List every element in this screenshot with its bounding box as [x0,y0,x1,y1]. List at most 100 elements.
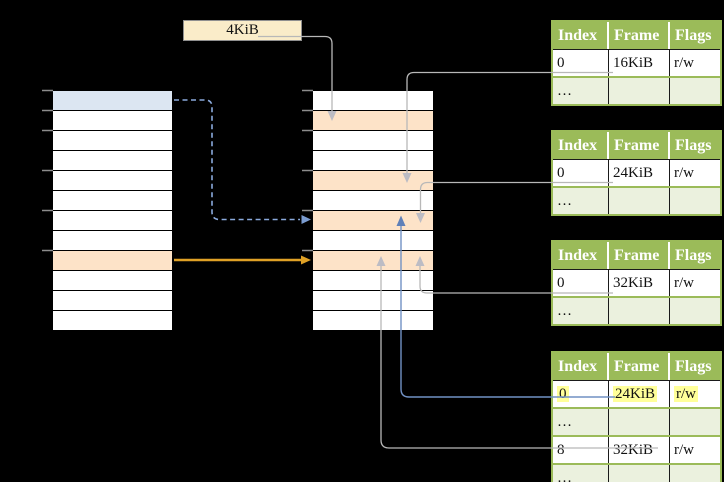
arrow-virtual-page-to-frame-gold [174,255,311,265]
cell-text: r/w [674,275,694,291]
virtual-memory-row-9 [53,271,172,291]
table-cell: r/w [670,50,720,76]
table-cell: 24KiB [609,381,670,407]
physical-memory-row-5 [313,191,433,211]
table-cell: 24KiB [609,160,670,186]
table-cell: 0 [553,160,609,186]
physical-memory-row-4 [313,171,433,191]
cell-text: 0 [557,55,565,71]
page-table-row: … [553,463,720,482]
table-cell: … [553,78,609,104]
table-cell [670,298,720,324]
cell-text: r/w [674,386,698,402]
page-table-row: 0 16KiB r/w [553,49,720,76]
table-cell [609,298,670,324]
table-cell [609,78,670,104]
column-header: Index [553,242,609,269]
column-header: Index [553,132,609,159]
table-cell: 0 [553,50,609,76]
virtual-memory-row-5 [53,191,172,211]
page-table-row: … [553,186,720,214]
table-cell: r/w [670,270,720,296]
cell-text: 24KiB [613,165,654,181]
arrow-virtual-page-to-frame-dashed [174,99,311,224]
column-header: Flags [670,353,720,380]
column-header: Frame [609,353,670,380]
table-cell [670,465,720,482]
cell-text: 32KiB [613,442,654,458]
virtual-memory-column [52,90,173,331]
physical-memory-row-6 [313,211,433,231]
physical-memory-row-9 [313,271,433,291]
cell-text: 32KiB [613,275,654,291]
virtual-memory-row-0 [53,91,172,111]
column-header: Flags [670,242,720,269]
cell-text: … [557,83,572,99]
virtual-memory-row-3 [53,151,172,171]
physical-memory-row-7 [313,231,433,251]
virtual-memory-row-2 [53,131,172,151]
cell-text: 0 [557,275,565,291]
page-table-row: 8 32KiB r/w [553,435,720,463]
cell-text: r/w [674,165,694,181]
cell-text: 8 [557,442,565,458]
column-header: Index [553,22,609,49]
table-cell: r/w [670,160,720,186]
virtual-memory-row-11 [53,311,172,330]
cell-text: 0 [557,165,565,181]
page-table-row: … [553,76,720,104]
column-header: Frame [609,22,670,49]
cell-text: 16KiB [613,55,654,71]
page-table-row: … [553,407,720,435]
cell-text: 24KiB [613,386,658,402]
virtual-memory-row-10 [53,291,172,311]
virtual-memory-row-4 [53,171,172,191]
physical-memory-column [312,90,434,331]
table-cell: 0 [553,381,609,407]
column-header: Flags [670,132,720,159]
table-cell: … [553,465,609,482]
cell-text: r/w [674,55,694,71]
page-table-row: … [553,296,720,324]
table-cell [670,409,720,435]
virtual-memory-row-7 [53,231,172,251]
column-header: Frame [609,132,670,159]
table-cell [609,465,670,482]
virtual-memory-row-8 [53,251,172,271]
table-cell: r/w [670,381,720,407]
page-table-row: 0 24KiB r/w [553,380,720,407]
table-cell [670,188,720,214]
cell-text: … [557,414,572,430]
cell-text: 0 [557,386,569,402]
cell-text: … [557,193,572,209]
page-table-row: 0 24KiB r/w [553,159,720,186]
page-table-row: 0 32KiB r/w [553,269,720,296]
table-cell: r/w [670,437,720,463]
virtual-memory-row-1 [53,111,172,131]
cell-text: r/w [674,442,694,458]
cell-text: … [557,303,572,319]
virtual-memory-row-6 [53,211,172,231]
physical-memory-row-11 [313,311,433,330]
physical-memory-row-2 [313,131,433,151]
cell-text: … [557,470,572,482]
table-cell: … [553,188,609,214]
physical-memory-row-0 [313,91,433,111]
physical-memory-row-8 [313,251,433,271]
table-cell: 16KiB [609,50,670,76]
column-header: Index [553,353,609,380]
column-header: Flags [670,22,720,49]
table-cell [609,188,670,214]
table-cell [609,409,670,435]
table-cell [670,78,720,104]
table-cell: 32KiB [609,270,670,296]
table-cell: 0 [553,270,609,296]
